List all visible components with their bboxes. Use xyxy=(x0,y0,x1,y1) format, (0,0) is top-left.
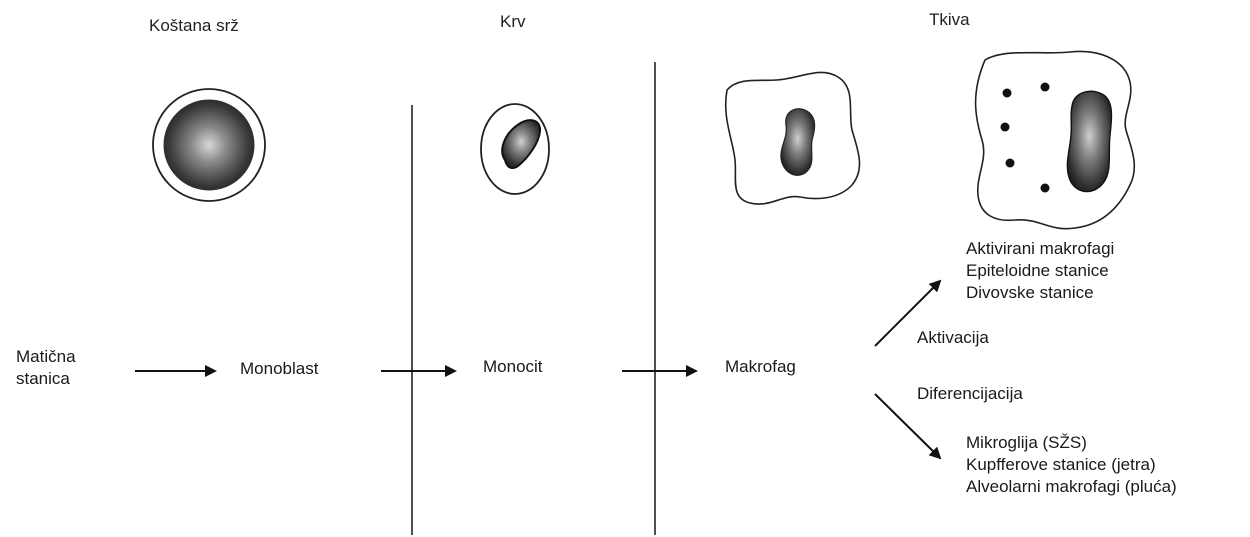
label-macrophage: Makrofag xyxy=(725,357,796,377)
list-item: Mikroglija (SŽS) xyxy=(966,432,1177,454)
granule-dot xyxy=(1003,89,1012,98)
label-monoblast: Monoblast xyxy=(240,359,318,379)
granule-dot xyxy=(1006,159,1015,168)
label-activation: Aktivacija xyxy=(917,328,989,348)
list-item: Alveolarni makrofagi (pluća) xyxy=(966,476,1177,498)
label-stem-cell-line1: Matična xyxy=(16,346,76,368)
list-item: Aktivirani makrofagi xyxy=(966,238,1114,260)
label-monocyte: Monocit xyxy=(483,357,543,377)
monoblast-cell-drawing xyxy=(153,89,265,201)
label-stem-cell-line2: stanica xyxy=(16,368,76,390)
list-item: Epiteloidne stanice xyxy=(966,260,1114,282)
header-blood: Krv xyxy=(500,12,526,32)
macrophage-cell-drawing xyxy=(726,72,860,204)
activated-macrophage-drawing xyxy=(976,52,1135,229)
granule-dot xyxy=(1041,83,1050,92)
label-differentiation: Diferencijacija xyxy=(917,384,1023,404)
granule-dot xyxy=(1041,184,1050,193)
monocyte-cell-drawing xyxy=(481,104,549,194)
label-stem-cell: Matična stanica xyxy=(16,346,76,390)
list-item: Divovske stanice xyxy=(966,282,1114,304)
differentiated-cells-list: Mikroglija (SŽS) Kupfferove stanice (jet… xyxy=(966,432,1177,498)
header-bone-marrow: Koštana srž xyxy=(149,16,239,36)
list-item: Kupfferove stanice (jetra) xyxy=(966,454,1177,476)
granule-dot xyxy=(1001,123,1010,132)
activated-cells-list: Aktivirani makrofagi Epiteloidne stanice… xyxy=(966,238,1114,304)
header-tissues: Tkiva xyxy=(929,10,970,30)
